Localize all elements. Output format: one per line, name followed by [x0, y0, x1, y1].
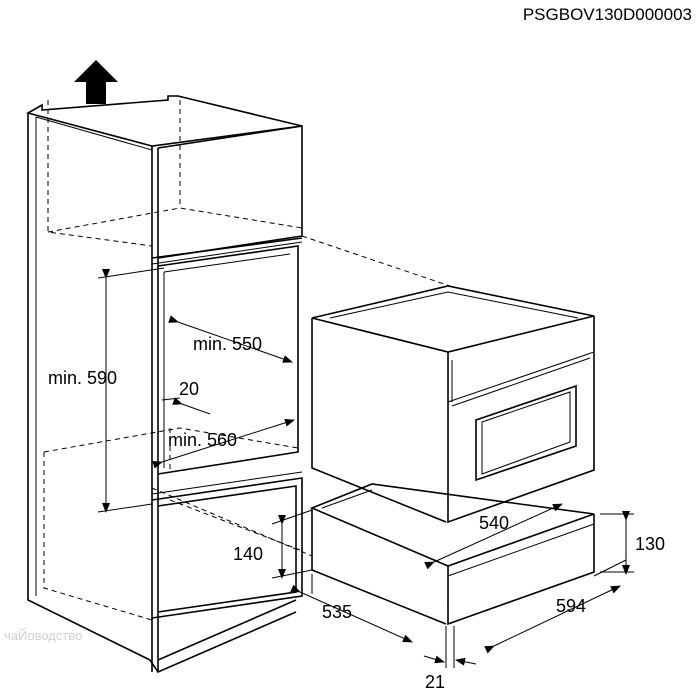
dim-min-560: min. 560: [168, 430, 237, 450]
watermark: чаЙоводство: [4, 628, 82, 643]
dim-depth-535: 535: [322, 602, 352, 622]
dim-min-590: min. 590: [48, 368, 117, 388]
dim-front-21: 21: [425, 672, 445, 692]
dim-gap-20: 20: [179, 379, 199, 399]
dim-width-594: 594: [556, 596, 586, 616]
tall-cabinet: [25, 95, 303, 674]
dim-min-550: min. 550: [193, 334, 262, 354]
dim-cavity-140: 140: [233, 544, 263, 564]
reference-code: PSGBOV130D000003: [523, 5, 692, 24]
dim-drawer-130: 130: [635, 534, 665, 554]
warming-drawer: [309, 483, 595, 626]
dim-drawer-540: 540: [479, 513, 509, 533]
up-arrow-icon: [74, 60, 118, 104]
compact-oven: [311, 285, 595, 524]
